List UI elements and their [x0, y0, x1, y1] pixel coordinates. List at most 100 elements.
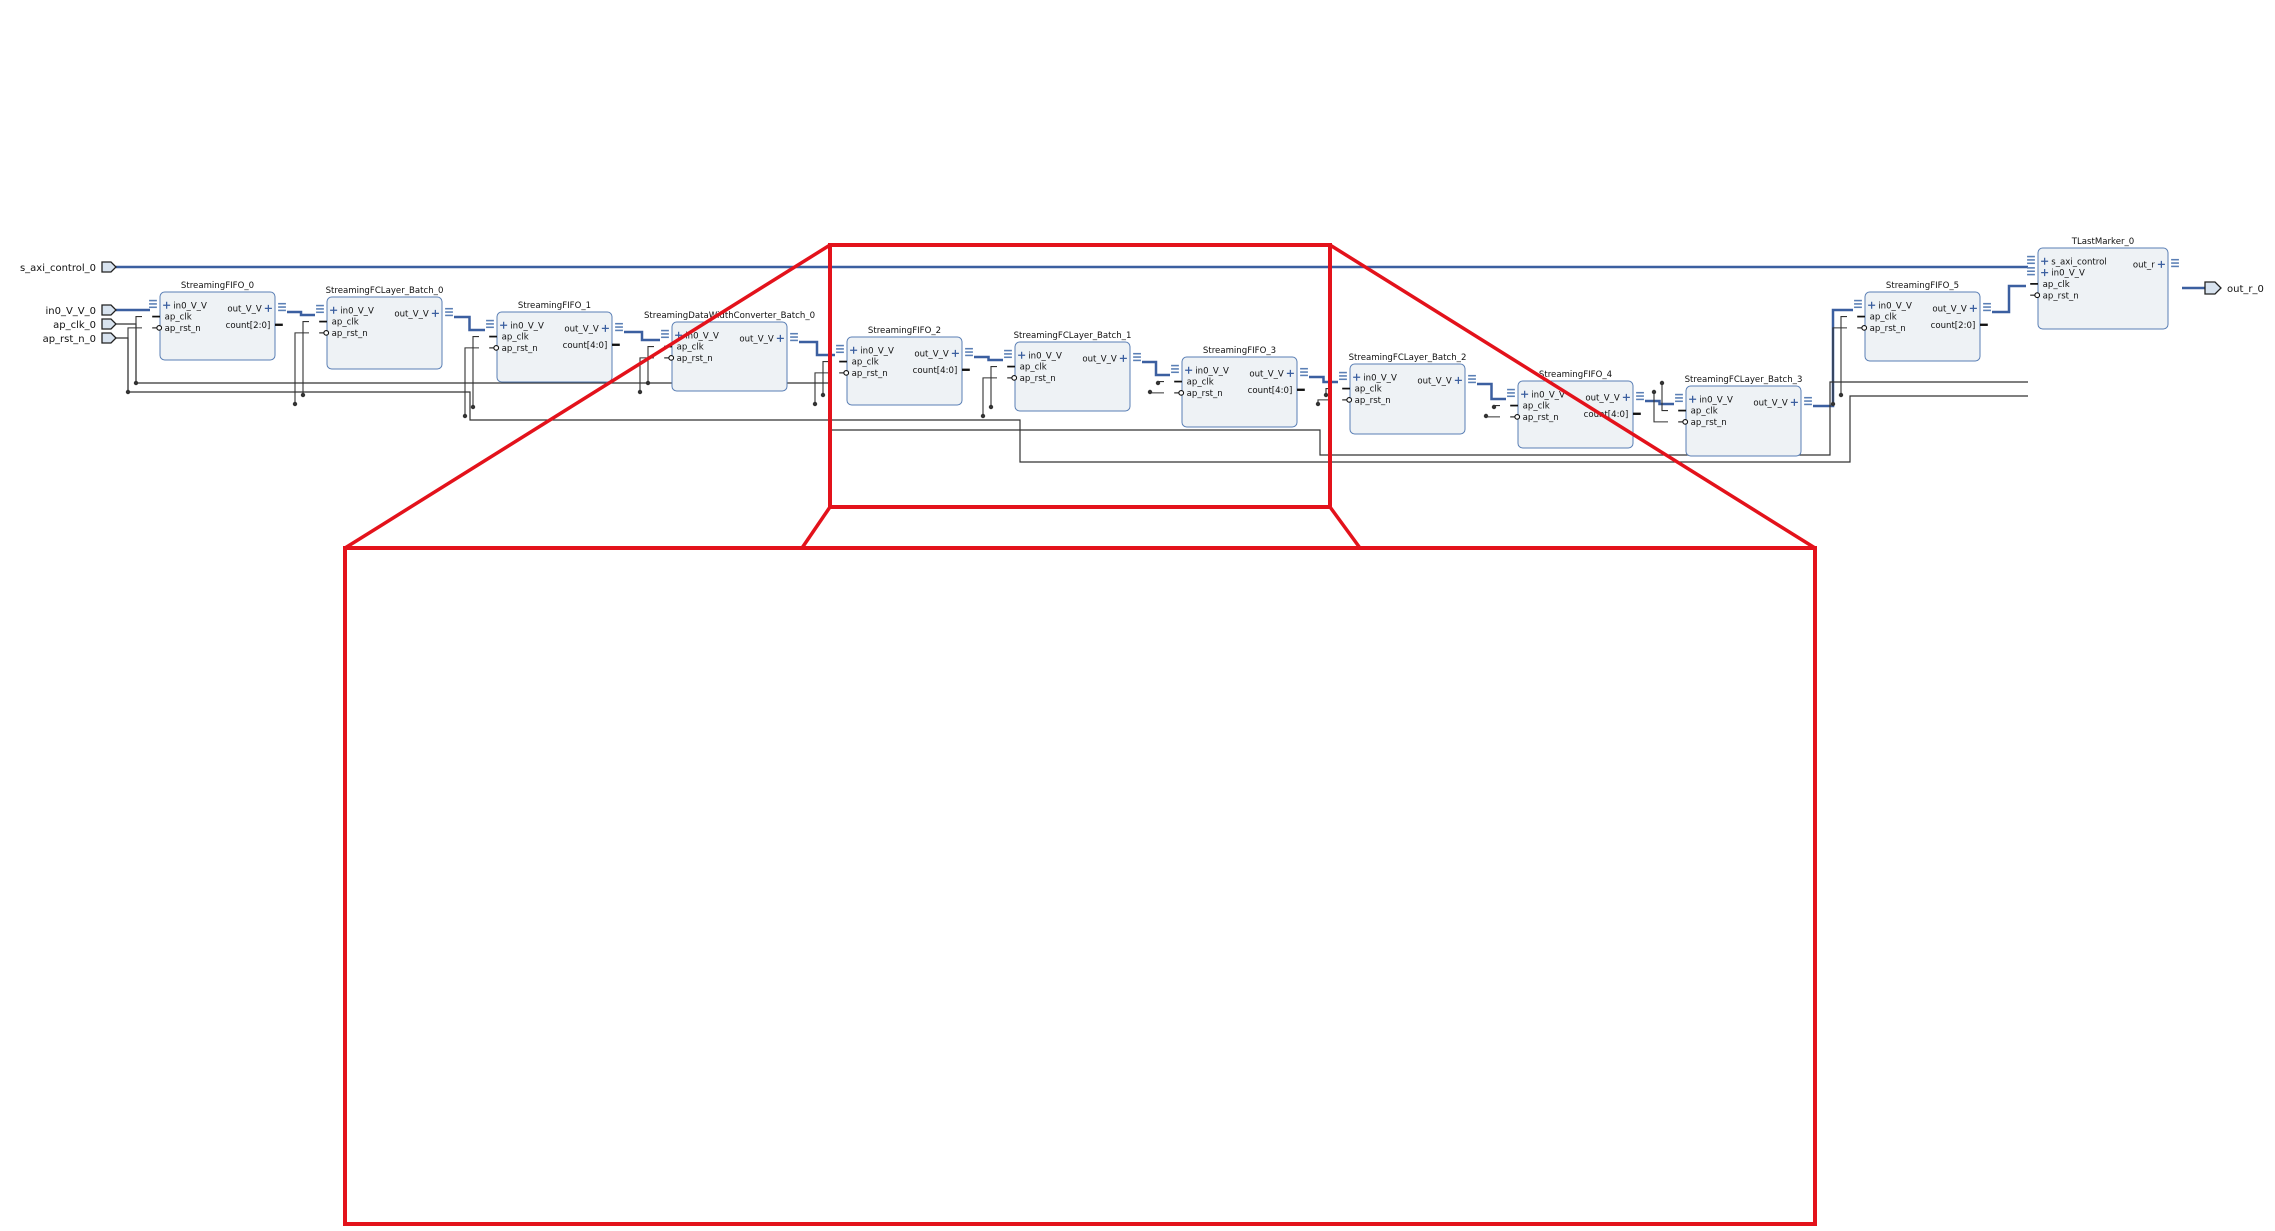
block-streamingfclayer-batch-2-title: StreamingFCLayer_Batch_2	[1349, 353, 1467, 363]
reset-branch	[814, 372, 829, 404]
junction-dot	[1323, 392, 1329, 398]
block-streamingfifo-0-port: in0_V_V	[173, 301, 207, 311]
block-streamingfifo-5-port: count[2:0]	[1931, 321, 1976, 331]
block-streamingfclayer-batch-0[interactable]: StreamingFCLayer_Batch_0in0_V_Vap_clkap_…	[316, 286, 453, 370]
junction-dot	[1147, 389, 1153, 395]
plus-icon	[2041, 257, 2049, 265]
block-streamingfifo-0-bus-stripe	[149, 303, 157, 305]
block-streamingfifo-4-bus-stripe	[1636, 395, 1644, 397]
junction-dot	[820, 392, 826, 398]
block-streamingfifo-4-port: in0_V_V	[1531, 390, 1565, 400]
highlight-box	[828, 243, 1332, 509]
junction-dot	[292, 401, 298, 407]
block-streamingfifo-2-bus-stripe	[836, 348, 844, 350]
junction-dot	[1659, 380, 1665, 386]
block-streamingfclayer-batch-1[interactable]: StreamingFCLayer_Batch_1in0_V_Vap_clkap_…	[1004, 331, 1141, 412]
active-low-icon	[1178, 389, 1185, 396]
junction-dot	[1315, 401, 1321, 407]
block-streamingfclayer-batch-0-port: ap_rst_n	[332, 329, 368, 339]
port-out-r[interactable]: out_r_0	[2204, 281, 2264, 295]
block-streamingfifo-2-bus-stripe	[836, 344, 844, 347]
block-tlastmarker-0-body	[2037, 247, 2169, 330]
block-streamingfifo-4[interactable]: StreamingFIFO_4in0_V_Vap_clkap_rst_nout_…	[1507, 370, 1644, 449]
junction-dot	[1483, 413, 1489, 419]
port-ap-rst-n[interactable]: ap_rst_n_0	[43, 332, 117, 345]
block-streamingfifo-0-bus-stripe	[278, 302, 286, 305]
block-streamingfclayer-batch-1-bus-stripe	[1004, 356, 1012, 359]
active-low-icon	[843, 369, 850, 376]
block-streamingfifo-3-bus-stripe	[1171, 371, 1179, 374]
callout-line-right-bottom	[1328, 505, 1362, 550]
reset-branch	[1653, 392, 1668, 423]
port-s-axi-control[interactable]: s_axi_control_0	[20, 261, 117, 274]
block-tlastmarker-0-port: s_axi_control	[2051, 257, 2107, 267]
block-streamingfifo-4-bus-stripe	[1636, 398, 1644, 401]
block-streamingfclayer-batch-2[interactable]: StreamingFCLayer_Batch_2in0_V_Vap_clkap_…	[1339, 353, 1476, 435]
block-streamingfclayer-batch-3[interactable]: StreamingFCLayer_Batch_3in0_V_Vap_clkap_…	[1675, 375, 1812, 457]
block-streamingfifo-2-port: count[4:0]	[913, 366, 958, 376]
junction-dot	[1830, 401, 1836, 407]
block-streamingfifo-3-port: in0_V_V	[1195, 366, 1229, 376]
plus-icon	[1521, 390, 1529, 398]
junction-dot	[812, 401, 818, 407]
block-streamingfifo-0-port: out_V_V	[227, 305, 261, 315]
block-streamingfifo-1-bus-stripe	[486, 326, 494, 329]
block-tlastmarker-0-port: ap_rst_n	[2043, 291, 2079, 301]
block-streamingfclayer-batch-2-bus-stripe	[1468, 381, 1476, 384]
block-streamingfifo-1[interactable]: StreamingFIFO_1in0_V_Vap_clkap_rst_nout_…	[486, 301, 623, 383]
block-streamingfifo-3-title: StreamingFIFO_3	[1203, 346, 1276, 356]
block-streamingdatawidthconverter-batch-0[interactable]: StreamingDataWidthConverter_Batch_0in0_V…	[644, 311, 815, 392]
port-ap-clk[interactable]: ap_clk_0	[53, 318, 117, 331]
block-streamingfifo-2[interactable]: StreamingFIFO_2in0_V_Vap_clkap_rst_nout_…	[836, 326, 973, 406]
block-streamingdatawidthconverter-batch-0-port: ap_clk	[677, 343, 704, 353]
junction-dot	[133, 380, 139, 386]
block-streamingfclayer-batch-1-bus-stripe	[1004, 349, 1012, 352]
block-streamingfifo-1-port: out_V_V	[564, 325, 598, 335]
plus-icon	[500, 321, 508, 329]
block-streamingfifo-2-port: in0_V_V	[860, 346, 894, 356]
active-low-icon	[1861, 324, 1868, 331]
block-streamingfifo-0-port: ap_rst_n	[165, 324, 201, 334]
junction-dot	[300, 392, 306, 398]
block-streamingfclayer-batch-3-bus-stripe	[1804, 400, 1812, 402]
clock-branch	[647, 346, 654, 383]
block-streamingfifo-5-port: out_V_V	[1932, 305, 1966, 315]
block-streamingfclayer-batch-3-bus-stripe	[1675, 393, 1683, 396]
block-tlastmarker-0[interactable]: TLastMarker_0s_axi_controlin0_V_Vap_clka…	[2027, 237, 2179, 330]
block-streamingfifo-2-bus-stripe	[965, 351, 973, 353]
block-streamingfclayer-batch-1-port: in0_V_V	[1028, 351, 1062, 361]
plus-icon	[1353, 373, 1361, 381]
block-streamingfclayer-batch-3-bus-stripe	[1804, 396, 1812, 399]
block-streamingfifo-1-port: count[4:0]	[563, 341, 608, 351]
reset-branch	[464, 347, 479, 416]
port-in0[interactable]: in0_V_V_0	[45, 304, 117, 317]
clock-branch	[1661, 383, 1668, 412]
block-streamingfifo-2-port: ap_rst_n	[852, 369, 888, 379]
block-streamingfifo-0-port: count[2:0]	[226, 321, 271, 331]
block-streamingfclayer-batch-2-port: out_V_V	[1417, 377, 1451, 387]
plus-icon	[1969, 304, 1977, 312]
block-streamingfifo-2-port: ap_clk	[852, 358, 879, 368]
block-streamingfifo-2-bus-stripe	[836, 351, 844, 354]
block-streamingfifo-0-bus-stripe	[149, 306, 157, 309]
plus-icon	[1689, 395, 1697, 403]
port-s-axi-control-label: s_axi_control_0	[20, 263, 96, 274]
plus-icon	[264, 304, 272, 312]
block-streamingfifo-1-title: StreamingFIFO_1	[518, 301, 591, 311]
block-tlastmarker-0-bus-stripe	[2027, 262, 2035, 265]
port-arrow-icon	[101, 318, 117, 330]
data-bus	[1142, 360, 1170, 377]
port-in0-label: in0_V_V_0	[45, 306, 96, 317]
port-out-r-label: out_r_0	[2227, 284, 2264, 295]
data-bus	[799, 340, 835, 357]
block-streamingfclayer-batch-0-title: StreamingFCLayer_Batch_0	[326, 286, 444, 296]
data-bus	[1992, 284, 2026, 314]
block-streamingfclayer-batch-0-port: ap_clk	[332, 318, 359, 328]
clock-branch	[302, 321, 309, 395]
active-low-icon	[1011, 374, 1018, 381]
block-streamingfifo-5[interactable]: StreamingFIFO_5in0_V_Vap_clkap_rst_nout_…	[1854, 281, 1991, 362]
block-streamingfifo-3[interactable]: StreamingFIFO_3in0_V_Vap_clkap_rst_nout_…	[1171, 346, 1308, 428]
active-low-icon	[156, 324, 163, 331]
block-streamingfifo-5-title: StreamingFIFO_5	[1886, 281, 1959, 291]
block-streamingfifo-0[interactable]: StreamingFIFO_0in0_V_Vap_clkap_rst_nout_…	[149, 281, 286, 361]
